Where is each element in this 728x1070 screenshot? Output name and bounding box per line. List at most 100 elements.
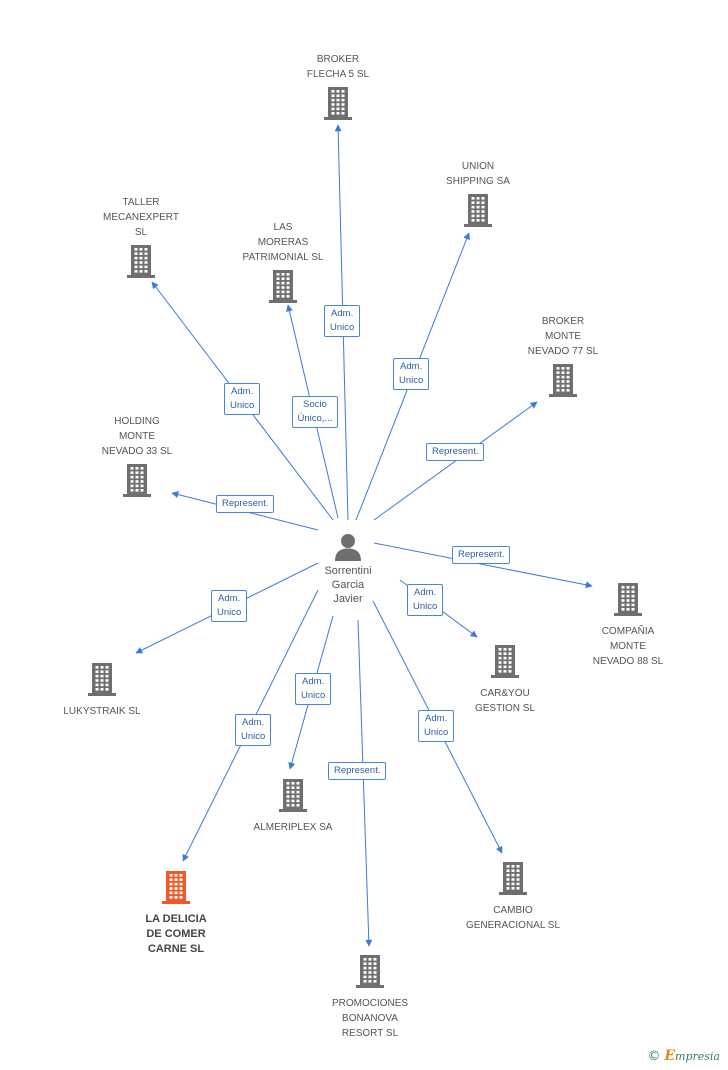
person-name-line: Javier	[333, 593, 363, 605]
company-node-caryou[interactable]: CAR&YOU GESTION SL	[435, 644, 575, 716]
edge-label-union[interactable]: Adm. Unico	[393, 358, 430, 390]
company-node-promociones[interactable]: PROMOCIONES BONANOVA RESORT SL	[300, 954, 440, 1041]
edge-promociones	[357, 619, 373, 947]
edge-label-almeriplex[interactable]: Adm. Unico	[295, 673, 332, 705]
footer-brand: © Empresia	[647, 1048, 720, 1064]
edge-label-line: Adm.	[425, 713, 448, 724]
company-name-line: GENERACIONAL SL	[465, 920, 561, 931]
company-name-line: DE COMER	[146, 928, 206, 940]
brand-initial: E	[664, 1048, 676, 1064]
company-node-lukystraik[interactable]: LUKYSTRAIK SL	[32, 662, 172, 719]
person-name: Sorrentini Garcia Javier	[324, 564, 371, 606]
company-name-line: PROMOCIONES	[331, 998, 409, 1009]
edge-label-line: Adm.	[414, 587, 437, 598]
edge-label-line: Unico	[424, 727, 449, 738]
building-icon	[548, 363, 578, 402]
person-icon	[335, 534, 361, 561]
edge-label-line: Unico	[301, 690, 326, 701]
company-name-line: PATRIMONIAL SL	[242, 252, 324, 263]
company-name: PROMOCIONES BONANOVA RESORT SL	[332, 996, 408, 1041]
edge-label-line: Adm.	[302, 676, 325, 687]
edge-label-line: Unico	[330, 322, 355, 333]
company-name-line: CARNE SL	[147, 943, 205, 955]
company-name-line: UNION	[461, 161, 495, 172]
edge-label-line: Adm.	[231, 386, 254, 397]
person-node[interactable]: Sorrentini Garcia Javier	[300, 532, 396, 606]
edge-label-delicia[interactable]: Adm.Unico	[235, 714, 272, 746]
edge-label-line: Unico	[399, 375, 424, 386]
edge-label-broker5[interactable]: Adm. Unico	[324, 305, 361, 337]
company-name: ALMERIPLEX SA	[254, 820, 333, 835]
edge-label-compania[interactable]: Represent.	[452, 546, 511, 564]
company-name-line: MECANEXPERT	[103, 212, 179, 223]
edge-label-line: Represent.	[458, 549, 505, 560]
building-icon	[268, 269, 298, 308]
company-node-cambio[interactable]: CAMBIO GENERACIONAL SL	[443, 861, 583, 933]
edge-label-caryou[interactable]: Adm. Unico	[407, 584, 444, 616]
edge-label-holding[interactable]: Represent.	[216, 495, 275, 513]
company-name-line: RESORT SL	[341, 1028, 399, 1039]
company-name-line: MORERAS	[257, 237, 309, 248]
company-name-line: BROKER	[316, 54, 360, 65]
edge-label-line: Unico	[230, 400, 255, 411]
building-icon	[463, 193, 493, 232]
company-name-line: MONTE	[609, 641, 647, 652]
company-node-union[interactable]: UNION SHIPPING SA	[408, 159, 548, 232]
company-node-almeriplex[interactable]: ALMERIPLEX SA	[223, 778, 363, 835]
edge-label-line: Unico	[217, 607, 242, 618]
edge-label-line: Adm.	[400, 361, 423, 372]
person-name-line: Sorrentini	[324, 565, 372, 577]
brand-rest: mpresia	[675, 1050, 720, 1063]
edge-label-line: Socio	[303, 399, 327, 410]
edge-label-broker77[interactable]: Represent.	[426, 443, 485, 461]
edge-label-line: Adm.	[218, 593, 241, 604]
company-name-line: BONANOVA	[342, 1013, 398, 1024]
company-node-broker5[interactable]: BROKER FLECHA 5 SL	[268, 52, 408, 125]
edge-label-promociones[interactable]: Represent.	[328, 762, 387, 780]
person-name-line: Garcia	[331, 579, 365, 591]
company-name-line: SHIPPING SA	[446, 176, 510, 187]
company-name: LUKYSTRAIK SL	[63, 704, 140, 719]
building-icon	[613, 582, 643, 621]
company-name-line: SL	[134, 227, 148, 238]
edge-label-line: Adm.	[242, 717, 265, 728]
building-icon	[490, 644, 520, 683]
building-icon	[126, 244, 156, 283]
company-node-taller[interactable]: TALLER MECANEXPERT SL	[71, 195, 211, 283]
building-icon	[355, 954, 385, 993]
building-icon	[161, 870, 191, 909]
company-name-line: CAR&YOU	[480, 688, 530, 699]
company-name-line: ALMERIPLEX SA	[253, 822, 333, 833]
edge-label-line: Adm.	[331, 308, 354, 319]
company-name-line: MONTE	[544, 331, 582, 342]
company-name-line: FLECHA 5 SL	[306, 69, 370, 80]
company-name-line: TALLER	[122, 197, 160, 208]
company-name-line: GESTION SL	[474, 703, 535, 714]
edge-label-cambio[interactable]: Adm. Unico	[418, 710, 455, 742]
edge-label-line: Represent.	[432, 446, 479, 457]
company-name: CAMBIO GENERACIONAL SL	[466, 903, 560, 933]
edge-label-line: Represent.	[334, 765, 381, 776]
copyright-symbol: ©	[647, 1048, 661, 1064]
building-icon	[87, 662, 117, 701]
building-icon	[278, 778, 308, 817]
edge-compania	[373, 542, 593, 589]
company-name-line: CAMBIO	[493, 905, 533, 916]
edge-label-line: Represent.	[222, 498, 269, 509]
company-name-line: LUKYSTRAIK SL	[63, 706, 141, 717]
edge-label-taller[interactable]: Adm. Unico	[224, 383, 261, 415]
edge-label-line: Unico	[413, 601, 438, 612]
company-name-line: BROKER	[541, 316, 585, 327]
edge-label-lukystraik[interactable]: Adm. Unico	[211, 590, 248, 622]
